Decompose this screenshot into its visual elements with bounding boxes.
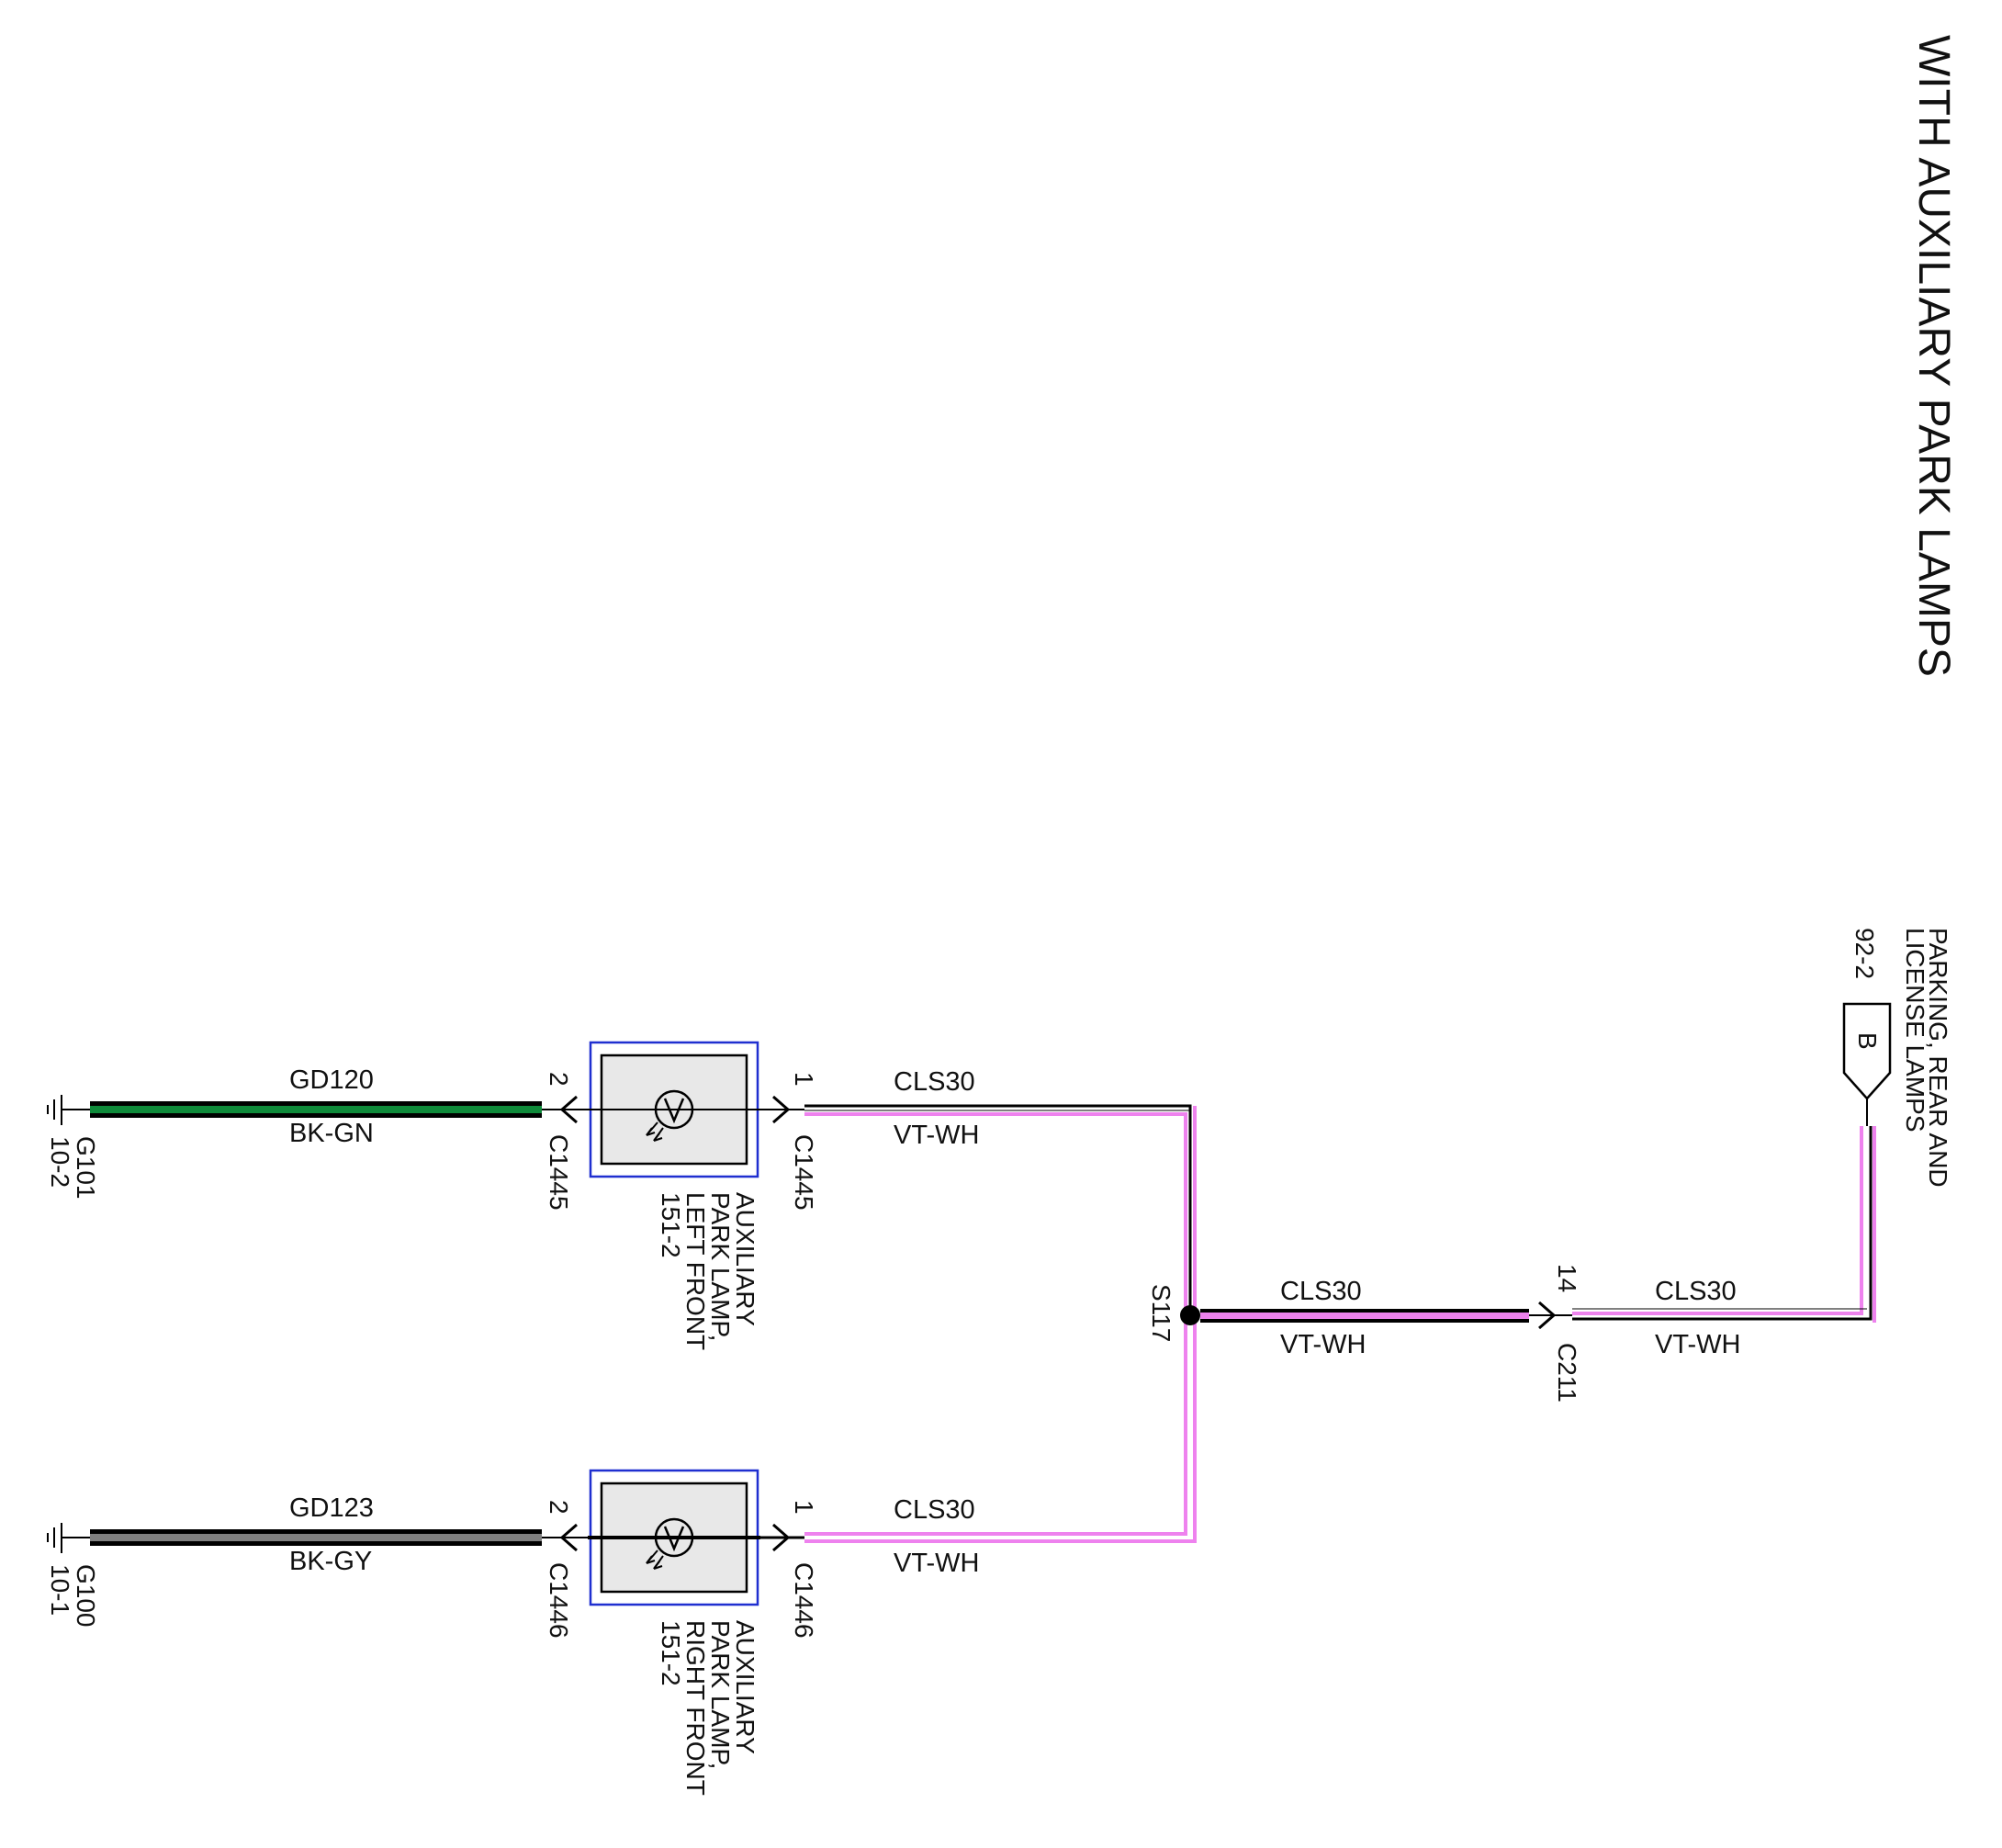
connector-name: C1446 [545, 1562, 573, 1639]
component-label-line3: RIGHT FRONT [681, 1620, 710, 1796]
wire-circuit-label: GD123 [289, 1493, 374, 1523]
component-label-line1: AUXILIARY [731, 1192, 759, 1326]
connector-name: C1446 [790, 1562, 818, 1639]
wire-circuit-label: CLS30 [1655, 1277, 1737, 1306]
connector-male-icon [772, 1523, 791, 1552]
wire-circuit-label: CLS30 [894, 1067, 975, 1097]
connector-name: C1445 [545, 1134, 573, 1211]
ground-icon [47, 1523, 90, 1553]
connector-pin: 14 [1553, 1264, 1581, 1292]
component-label-line2: PARK LAMP, [706, 1192, 735, 1341]
splice-name: S117 [1147, 1284, 1175, 1342]
wire-gd120 [90, 1101, 542, 1118]
lamp-icon [646, 1517, 694, 1570]
wire-color-label: BK-GY [289, 1547, 372, 1576]
wire-cls30-left [804, 1104, 1197, 1315]
wire-color-label: VT-WH [1655, 1330, 1740, 1359]
connector-male-icon [1538, 1301, 1557, 1330]
ground-ref: 10-1 [46, 1564, 74, 1616]
connector-male-icon [772, 1095, 791, 1124]
reference-letter: B [1853, 1032, 1882, 1050]
ground-name: G100 [72, 1564, 100, 1628]
wire-circuit-label: GD120 [289, 1065, 374, 1095]
connector-pin: 1 [790, 1500, 818, 1515]
connector-female-icon [559, 1523, 578, 1552]
component-label-line3: LEFT FRONT [681, 1192, 710, 1350]
component-label-line1: AUXILIARY [731, 1620, 759, 1754]
ground-icon [47, 1095, 90, 1125]
wire-color-label: VT-WH [894, 1121, 979, 1150]
component-ref: 151-2 [657, 1620, 685, 1686]
reference-line2: LICENSE LAMPS [1901, 928, 1929, 1132]
connector-female-icon [559, 1095, 578, 1124]
wire-color-label: VT-WH [894, 1549, 979, 1578]
splice-dot [1180, 1305, 1200, 1325]
ground-name: G101 [72, 1136, 100, 1200]
page-reference-marker [1842, 1002, 1892, 1126]
wire-cls30-feed [1572, 1126, 1876, 1323]
wire-cls30-splice [1200, 1309, 1529, 1323]
wire-circuit-label: CLS30 [1280, 1277, 1362, 1306]
connector-name: C1445 [790, 1134, 818, 1211]
component-aux-park-lamp-right-front [588, 1469, 760, 1606]
diagram-title: WITH AUXILIARY PARK LAMPS [1909, 35, 1958, 677]
reference-line1: PARKING, REAR AND [1924, 928, 1952, 1188]
lamp-icon [646, 1089, 694, 1142]
wire-cls30-right [804, 1315, 1197, 1543]
reference-ref: 92-2 [1850, 928, 1879, 979]
component-aux-park-lamp-left-front [588, 1041, 760, 1178]
connector-name: C211 [1553, 1343, 1581, 1403]
component-ref: 151-2 [657, 1192, 685, 1258]
connector-pin: 2 [545, 1072, 573, 1087]
wire-gd123 [90, 1529, 542, 1546]
wire-color-label: BK-GN [289, 1119, 374, 1148]
connector-pin: 1 [790, 1072, 818, 1087]
ground-ref: 10-2 [46, 1136, 74, 1188]
wire-circuit-label: CLS30 [894, 1495, 975, 1525]
wire-color-label: VT-WH [1280, 1330, 1366, 1359]
component-label-line2: PARK LAMP, [706, 1620, 735, 1769]
connector-pin: 2 [545, 1500, 573, 1515]
